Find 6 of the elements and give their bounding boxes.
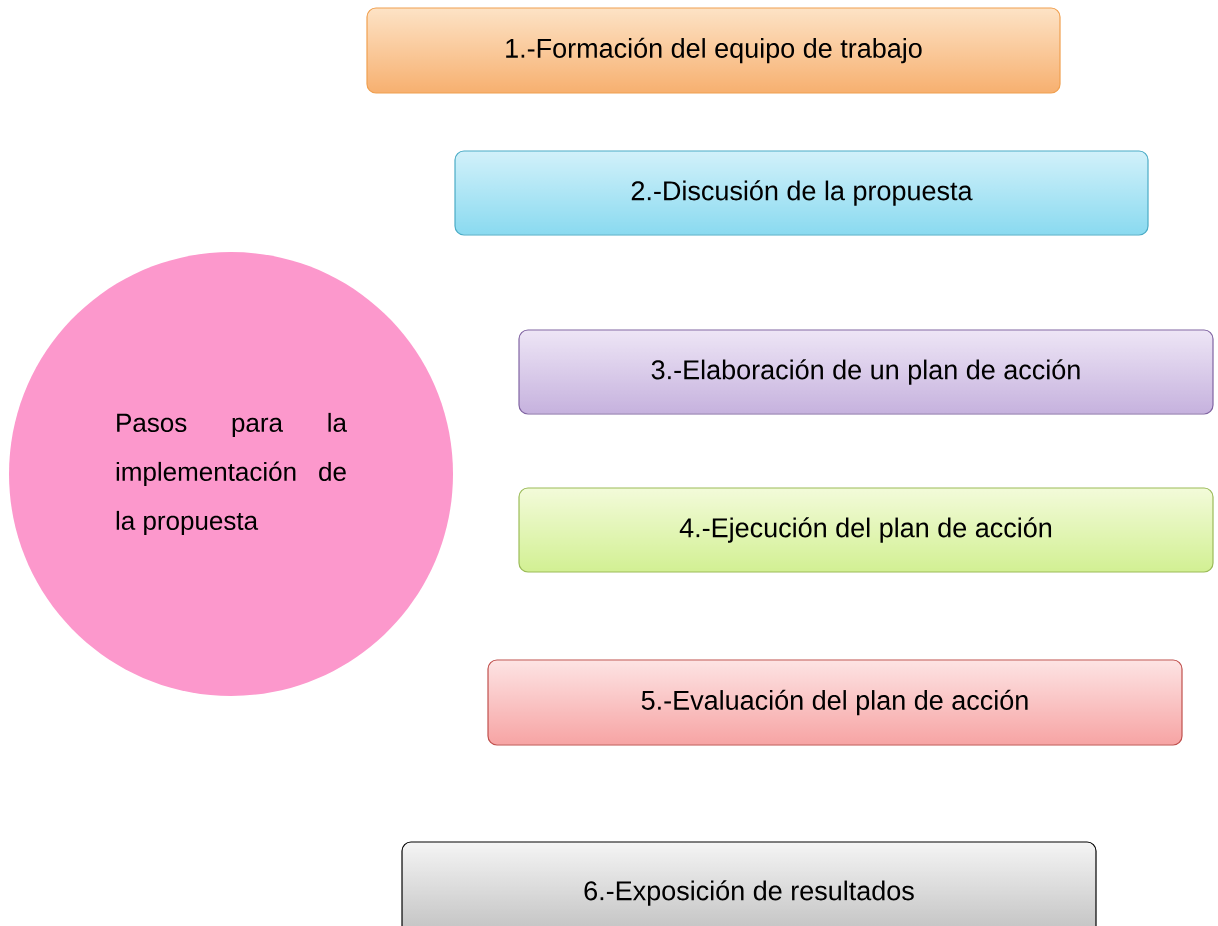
- step-box: 5.-Evaluación del plan de acción: [487, 659, 1183, 746]
- step-box: 6.-Exposición de resultados: [401, 841, 1097, 926]
- step-box: 1.-Formación del equipo de trabajo: [366, 7, 1061, 94]
- step-box: 4.-Ejecución del plan de acción: [518, 487, 1214, 573]
- step-box: 2.-Discusión de la propuesta: [454, 150, 1149, 236]
- step-box: 3.-Elaboración de un plan de acción: [518, 329, 1214, 415]
